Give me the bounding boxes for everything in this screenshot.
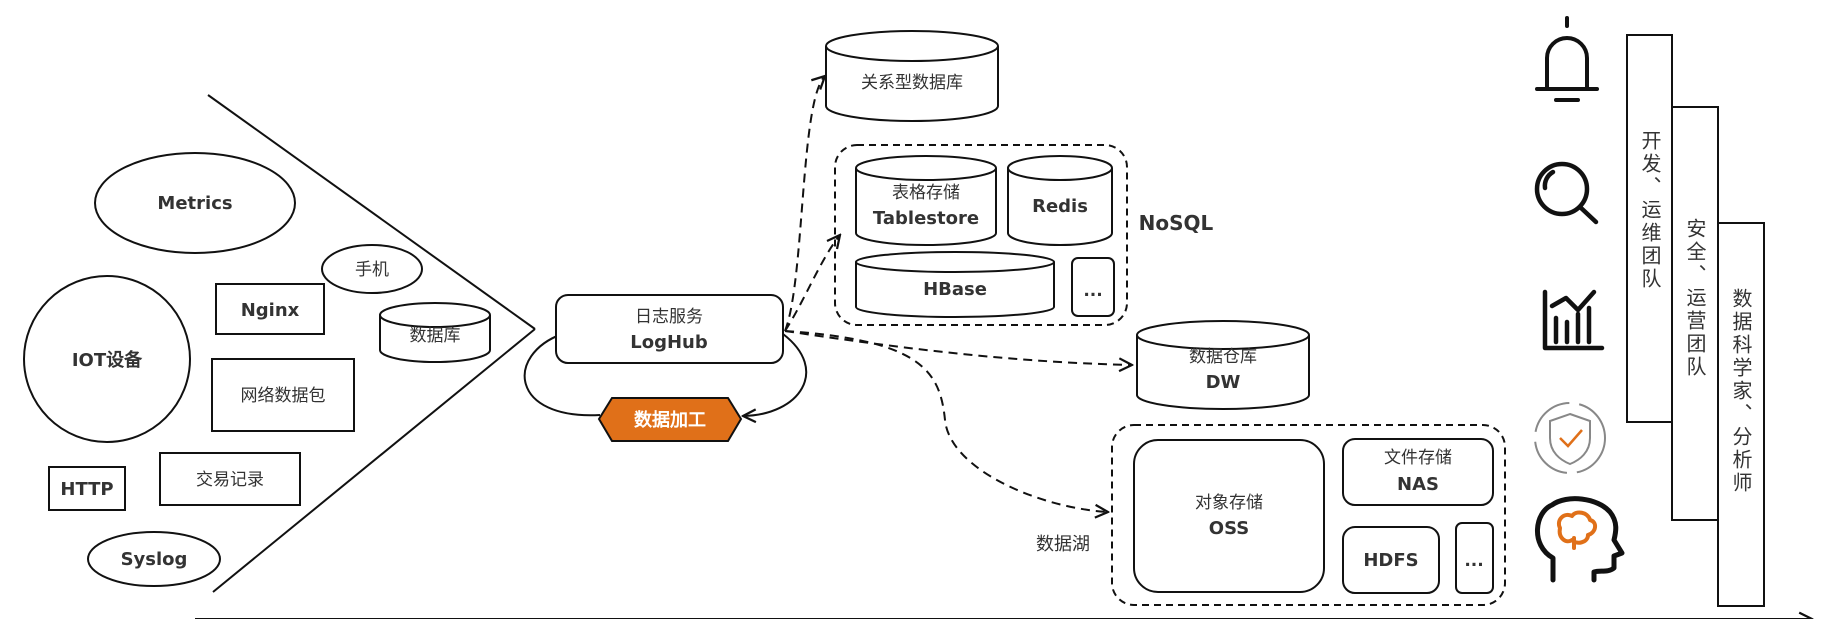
hbase-node: [855, 251, 1055, 318]
syslog-node: [87, 531, 221, 587]
nas-label-line2: NAS: [1397, 474, 1439, 495]
redis-node: [1007, 155, 1113, 246]
nosql-more-node: [1071, 257, 1115, 317]
analysts-team-bar: [1717, 222, 1765, 607]
redis-label: Redis: [1032, 196, 1088, 217]
secops-team-bar: [1671, 106, 1719, 521]
oss-node: [1133, 439, 1325, 593]
loghub-node: [555, 294, 784, 364]
dw-label-line1: 数据仓库: [1189, 347, 1257, 367]
bell-icon: [1535, 16, 1599, 102]
database-source-node: [379, 302, 491, 363]
transactions-label: 交易记录: [196, 470, 264, 490]
loghub-label-line2: LogHub: [630, 332, 708, 353]
tablestore-node: [855, 155, 997, 246]
nginx-label: Nginx: [241, 300, 300, 321]
head-brain-icon: [1535, 496, 1625, 583]
relational-db-node: [825, 30, 999, 122]
arrow-to-nosql: [784, 235, 840, 332]
hdfs-label: HDFS: [1363, 550, 1418, 571]
nosql-more-label: ...: [1083, 281, 1102, 301]
nas-node: [1342, 438, 1494, 506]
analysts-team-label: 数据科学家、分析师: [1729, 288, 1753, 495]
devops-team-label: 开发、运维团队: [1638, 130, 1662, 291]
iot-node: [23, 275, 191, 443]
devops-team-bar: [1626, 34, 1673, 423]
metrics-node: [94, 152, 296, 254]
processing-loop-right: [743, 333, 808, 416]
dw-label-line2: DW: [1206, 372, 1241, 393]
data-lake-group: [1111, 424, 1506, 606]
http-node: [48, 466, 126, 511]
funnel-bottom-line: [212, 328, 536, 593]
mobile-label: 手机: [355, 260, 389, 280]
processing-node: [597, 397, 743, 442]
packet-node: [211, 358, 355, 432]
processing-label: 数据加工: [634, 409, 706, 431]
nas-label-line1: 文件存储: [1384, 448, 1452, 468]
hdfs-node: [1342, 526, 1440, 594]
processing-loop-left: [523, 333, 601, 417]
syslog-label: Syslog: [121, 549, 188, 570]
metrics-label: Metrics: [157, 193, 232, 214]
lake-more-node: [1455, 522, 1494, 594]
loghub-label-line1: 日志服务: [635, 307, 703, 327]
nosql-label: NoSQL: [1139, 211, 1214, 235]
nosql-group: [834, 144, 1128, 326]
dw-node: [1136, 320, 1310, 410]
tablestore-label-line1: 表格存储: [892, 183, 960, 203]
secops-team-label: 安全、运营团队: [1683, 218, 1707, 379]
oss-label-line2: OSS: [1209, 518, 1249, 539]
database-source-label: 数据库: [410, 326, 461, 346]
funnel-top-line: [207, 94, 536, 330]
lake-more-label: ...: [1464, 551, 1483, 571]
shield-check-icon: [1534, 402, 1606, 474]
oss-label-line1: 对象存储: [1195, 493, 1263, 513]
arrow-to-relational-db: [784, 76, 825, 332]
hbase-label: HBase: [923, 279, 987, 300]
mobile-node: [321, 244, 423, 294]
bar-chart-icon: [1542, 289, 1605, 351]
tablestore-label-line2: Tablestore: [873, 208, 979, 229]
http-label: HTTP: [60, 479, 113, 500]
nginx-node: [215, 283, 325, 335]
iot-label: IOT设备: [72, 349, 143, 371]
data-lake-label: 数据湖: [1036, 534, 1090, 555]
transactions-node: [159, 452, 301, 506]
search-icon: [1534, 161, 1599, 225]
packet-label: 网络数据包: [241, 386, 326, 406]
relational-db-label: 关系型数据库: [861, 73, 963, 93]
arrow-to-lake: [784, 330, 1108, 512]
